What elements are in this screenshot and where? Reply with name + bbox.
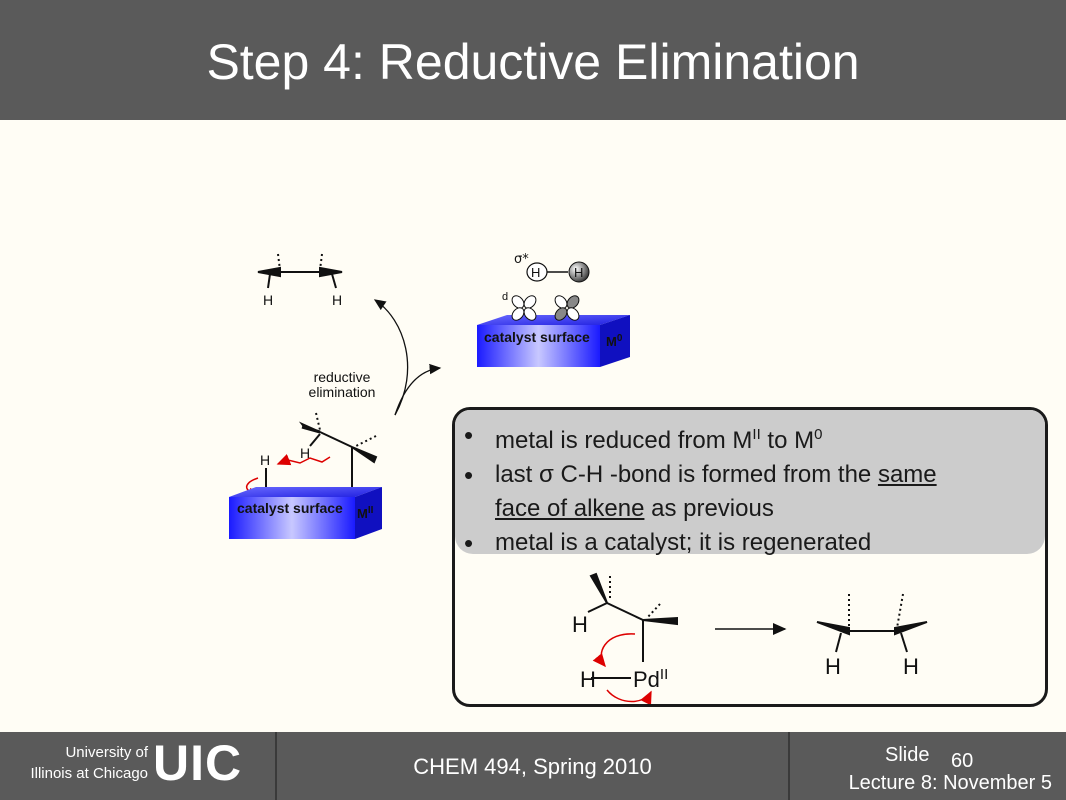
footer-divider [275,732,277,800]
red-electron-arrow [592,633,636,668]
h-label: H [332,292,342,308]
d-orbital-label: d [502,291,508,303]
metal-label: MII [357,505,374,521]
svg-text:H: H [574,265,583,280]
reductive-arrow [394,363,442,416]
bullet-item: metal is reduced from MII to M0 [464,418,1035,458]
svg-text:H: H [300,445,310,461]
reductive-label: reductive [314,369,371,385]
h-label: H [263,292,273,308]
svg-text:H: H [531,265,540,280]
red-electron-arrow [276,453,331,466]
metal-label: M0 [606,333,623,349]
elimination-label: elimination [309,384,376,400]
bullet-list: metal is reduced from MII to M0 last σ C… [455,410,1045,560]
svg-text:H: H [825,654,841,679]
d-orbital-left [511,295,537,321]
slide-footer: University of Illinois at Chicago UIC CH… [0,732,1066,800]
svg-text:H: H [572,612,588,637]
hydrogen-orbital [568,261,590,283]
d-orbital-right [554,295,580,321]
red-electron-arrow [606,689,652,704]
pd-label: PdII [633,666,668,692]
svg-text:H: H [260,452,270,468]
bullet-item: last σ C-H -bond is formed from the same… [464,458,1035,526]
course-label: CHEM 494, Spring 2010 [413,754,652,779]
slide-header: Step 4: Reductive Elimination [0,0,1066,120]
info-box: metal is reduced from MII to M0 last σ C… [452,407,1048,707]
catalyst-surface-block-top [477,315,630,367]
sigma-star-label: σ* [514,252,529,267]
pd-alkyl-complex [587,572,678,679]
university-name: University of Illinois at Chicago [30,744,148,782]
svg-text:H: H [580,667,596,692]
adsorbed-alkyl [298,412,378,492]
catalyst-label: catalyst surface [484,329,590,345]
ethane-product-top [257,253,343,289]
svg-text:H: H [903,654,919,679]
slide-label: Slide [885,744,930,766]
uic-logo: UIC [153,735,243,791]
slide-title: Step 4: Reductive Elimination [206,34,860,90]
ethane-product-scheme [816,593,928,653]
lecture-label: Lecture 8: November 5 [848,772,1052,794]
catalyst-label: catalyst surface [237,500,343,516]
reaction-scheme: H H PdII H H [572,572,928,704]
catalyst-surface-block-bottom [229,487,382,539]
bullet-item: metal is a catalyst; it is regenerated [464,526,1035,560]
slide-number: 60 [951,750,974,772]
footer-divider [788,732,790,800]
